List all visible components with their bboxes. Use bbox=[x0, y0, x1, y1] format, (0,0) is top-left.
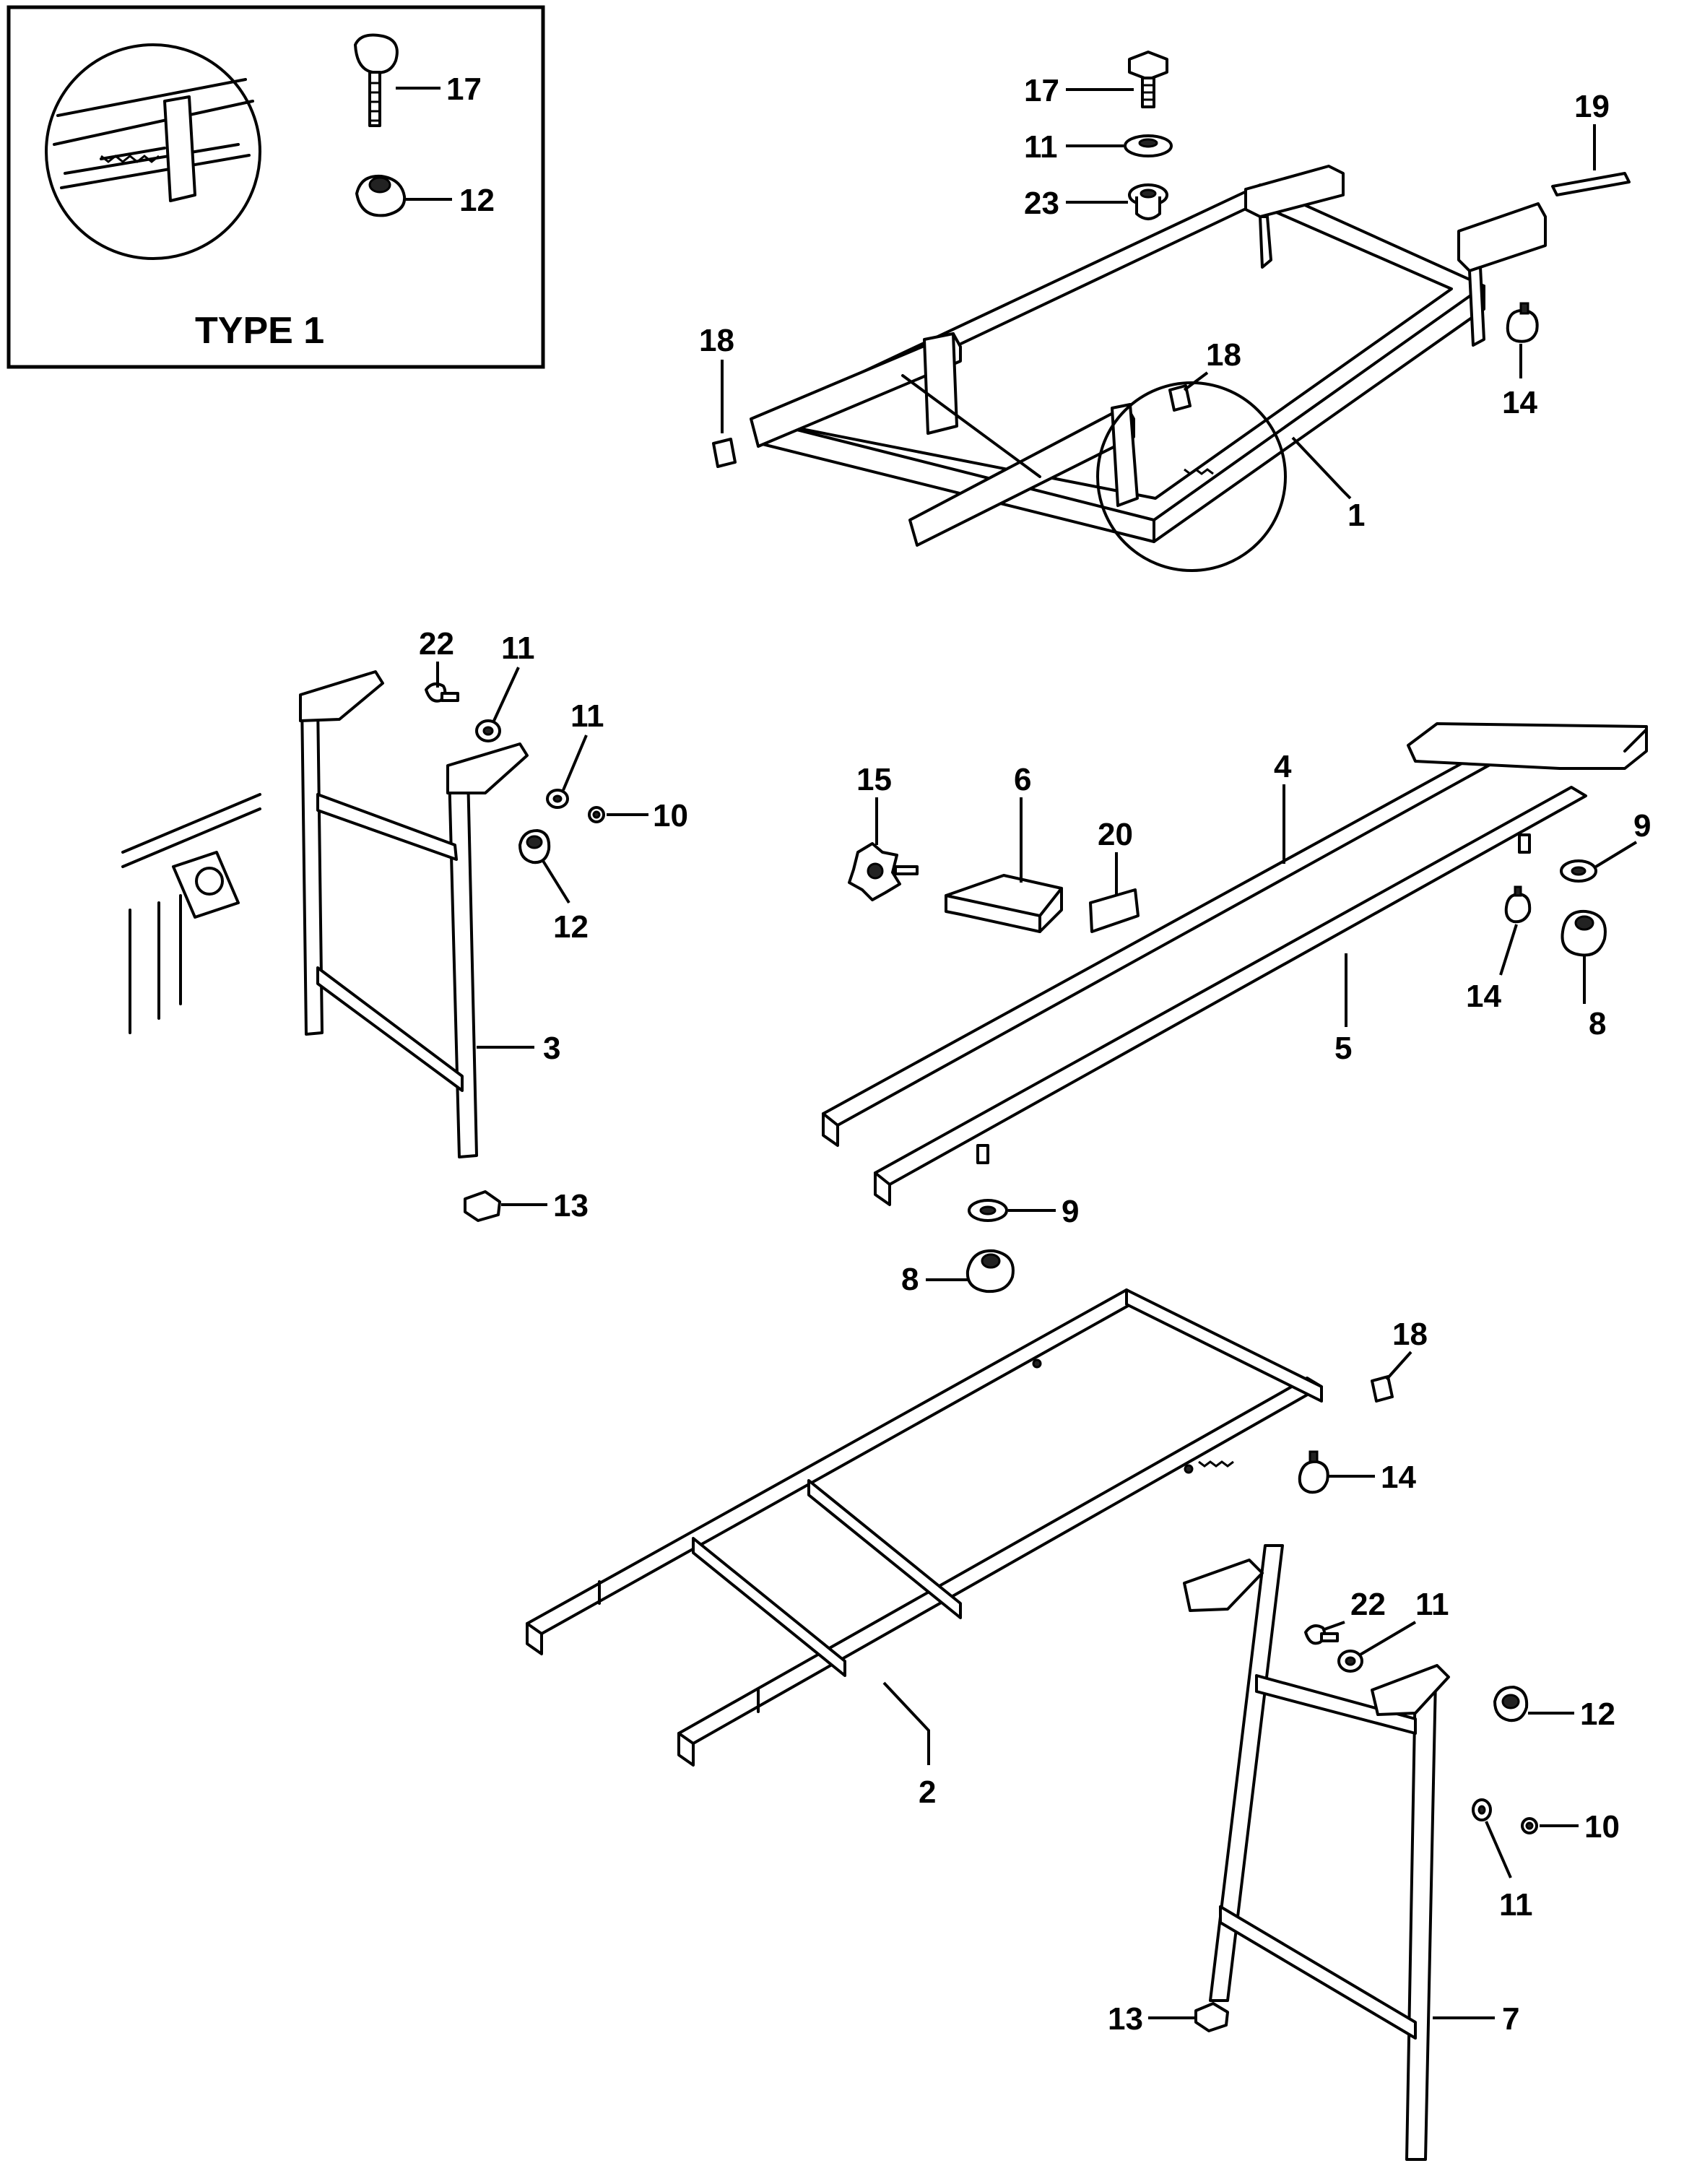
part-18-cap-right bbox=[1371, 1375, 1394, 1403]
part-11-washer-left-b bbox=[546, 789, 569, 809]
part-12-knob-left bbox=[518, 829, 551, 864]
part-1-main-frame bbox=[750, 165, 1547, 572]
callout-14-low: 14 bbox=[1381, 1460, 1416, 1495]
part-4-rail bbox=[822, 722, 1648, 1147]
part-14-knob-low bbox=[1298, 1450, 1329, 1494]
part-2-lower-frame bbox=[526, 1288, 1323, 1767]
part-9-washer-right bbox=[1560, 859, 1597, 883]
part-11-washer-top bbox=[1124, 134, 1173, 157]
callout-13-left: 13 bbox=[553, 1188, 589, 1223]
part-22-screw-right bbox=[1304, 1624, 1339, 1645]
part-11-washer-right-a bbox=[1337, 1650, 1363, 1673]
detail-circle bbox=[1096, 381, 1287, 572]
callout-18-center: 18 bbox=[1206, 337, 1241, 373]
part-6-block bbox=[945, 874, 1063, 933]
part-13-foot-right bbox=[1194, 2002, 1229, 2032]
callout-12-left: 12 bbox=[553, 909, 589, 945]
callout-11-top: 11 bbox=[1024, 129, 1058, 165]
callout-4: 4 bbox=[1274, 749, 1292, 784]
callout-3: 3 bbox=[543, 1031, 560, 1066]
part-8-clamp-bottom bbox=[965, 1249, 1015, 1294]
callout-6: 6 bbox=[1014, 762, 1031, 797]
part-19-strip bbox=[1551, 172, 1631, 196]
callout-20: 20 bbox=[1098, 817, 1133, 852]
callout-18-left: 18 bbox=[699, 323, 734, 358]
part-23-spacer bbox=[1128, 183, 1168, 220]
part-18-cap-center bbox=[1168, 384, 1192, 412]
part-17-knob-bolt-inset bbox=[354, 33, 399, 127]
callout-11-left-b: 11 bbox=[570, 698, 604, 734]
callout-12-right: 12 bbox=[1580, 1696, 1615, 1732]
callout-5: 5 bbox=[1334, 1031, 1352, 1066]
part-17-bolt bbox=[1128, 51, 1168, 108]
part-9-washer-bottom bbox=[968, 1199, 1008, 1222]
inset-title: TYPE 1 bbox=[195, 310, 324, 352]
callout-18-right: 18 bbox=[1392, 1317, 1428, 1352]
callout-11-right-b: 11 bbox=[1499, 1887, 1533, 1923]
callout-10-right: 10 bbox=[1584, 1809, 1620, 1845]
part-8-clamp-right bbox=[1561, 909, 1607, 957]
part-12-knob-right bbox=[1493, 1686, 1529, 1722]
part-14-knob-mid bbox=[1504, 885, 1532, 924]
callout-23: 23 bbox=[1024, 186, 1059, 221]
callout-14-mid: 14 bbox=[1466, 979, 1501, 1014]
callout-9-bottom: 9 bbox=[1062, 1194, 1079, 1229]
part-13-foot-left bbox=[464, 1190, 501, 1222]
part-10-nut-left bbox=[588, 806, 605, 823]
inset-frame-detail bbox=[53, 78, 254, 202]
part-12-nut-inset bbox=[355, 174, 407, 217]
part-18-cap-left bbox=[712, 438, 737, 468]
callout-8-bottom: 8 bbox=[901, 1262, 919, 1297]
part-5-rail bbox=[874, 786, 1587, 1206]
callout-8-right: 8 bbox=[1589, 1006, 1606, 1041]
callout-15: 15 bbox=[856, 762, 892, 797]
inset-detail-circle bbox=[45, 43, 261, 260]
callout-12-inset: 12 bbox=[459, 183, 495, 218]
callout-10-left: 10 bbox=[653, 798, 688, 833]
part-11-washer-left-a bbox=[475, 719, 501, 742]
callout-13-right: 13 bbox=[1108, 2001, 1143, 2037]
callout-17-inset: 17 bbox=[446, 72, 482, 107]
callout-11-left-a: 11 bbox=[501, 630, 535, 666]
type1-inset: TYPE 1 bbox=[6, 5, 545, 369]
part-10-nut-right bbox=[1521, 1817, 1538, 1834]
callout-17: 17 bbox=[1024, 73, 1059, 108]
callout-9-right: 9 bbox=[1633, 808, 1651, 844]
callout-19: 19 bbox=[1574, 89, 1610, 124]
part-14-knob-top bbox=[1506, 302, 1539, 343]
callout-14-top: 14 bbox=[1502, 385, 1537, 420]
callout-7: 7 bbox=[1502, 2001, 1519, 2037]
part-15-star-knob bbox=[848, 842, 919, 901]
part-11-washer-right-b bbox=[1472, 1798, 1492, 1821]
callout-1: 1 bbox=[1347, 498, 1365, 533]
part-20-wedge bbox=[1089, 888, 1140, 933]
callout-11-right-a: 11 bbox=[1415, 1587, 1449, 1622]
part-22-screw-left bbox=[425, 682, 459, 703]
part-7-leg-assembly bbox=[1183, 1544, 1450, 2161]
part-3-leg-assembly bbox=[121, 670, 529, 1158]
callout-2: 2 bbox=[919, 1774, 936, 1810]
callout-22-left: 22 bbox=[419, 626, 454, 662]
callout-22-right: 22 bbox=[1350, 1587, 1386, 1622]
